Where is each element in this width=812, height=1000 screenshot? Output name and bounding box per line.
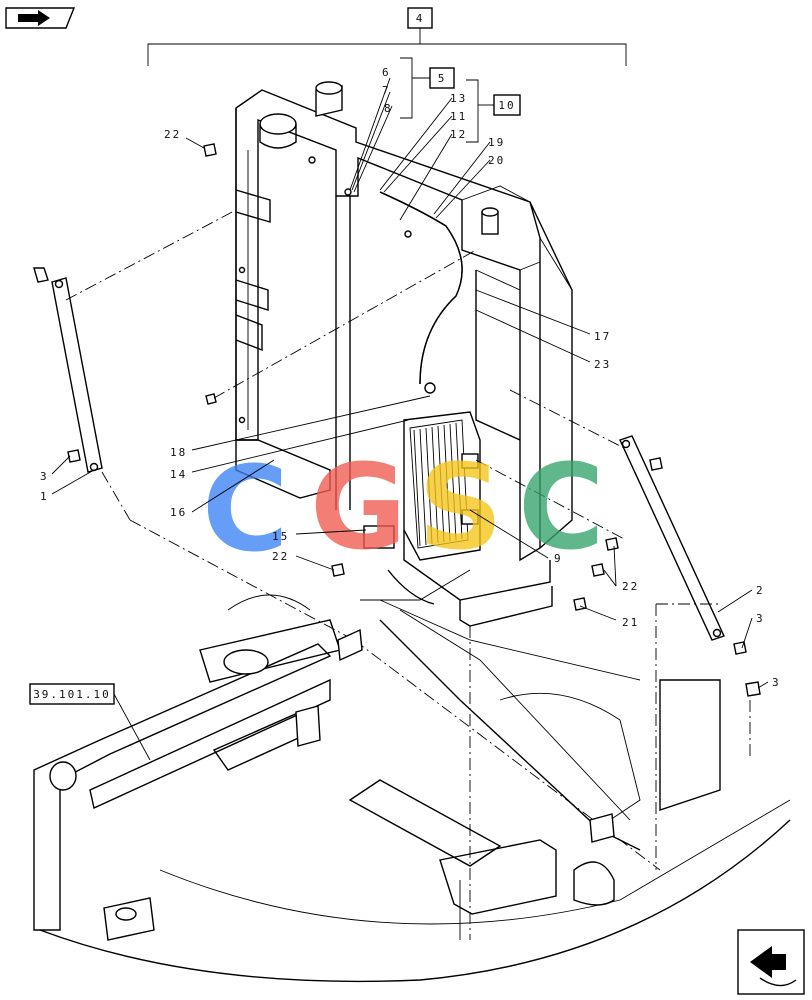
callout-2: 2 [756,584,765,597]
bolts [67,143,761,697]
navigation-arrow-icon[interactable] [737,929,805,995]
assembly-bracket [147,28,627,66]
callout-6: 6 [382,66,391,79]
bracket-5 [400,57,413,119]
callout-box-10[interactable]: 10 [493,94,521,116]
callout-22-top: 22 [164,128,181,141]
callout-8: 8 [384,102,393,115]
callout-15: 15 [272,530,289,543]
radiator-frame [235,81,573,562]
callout-10: 10 [498,99,515,112]
rod-right [619,435,725,641]
callout-box-4[interactable]: 4 [407,7,433,29]
reference-box[interactable]: 39.101.10 [29,683,115,705]
reference-label: 39.101.10 [33,688,111,701]
hose [379,191,463,394]
callout-3-bottom: 3 [772,676,781,689]
oil-cooler [387,411,553,627]
callout-18: 18 [170,446,187,459]
leader-lines [51,77,769,761]
book-arrow-icon[interactable] [5,7,76,29]
callout-box-5[interactable]: 5 [429,67,455,89]
callout-numbers: 6 7 8 13 11 12 19 20 22 17 23 18 14 16 3… [40,66,781,689]
callout-3-left: 3 [40,470,49,483]
alignment-lines [65,209,751,940]
chassis-base [33,569,791,983]
watermark: C G S C [202,438,605,578]
callout-20: 20 [488,154,505,167]
callout-21: 21 [622,616,639,629]
callout-11: 11 [450,110,467,123]
callout-12: 12 [450,128,467,141]
callout-19: 19 [488,136,505,149]
callout-16: 16 [170,506,187,519]
callout-22-mid: 22 [272,550,289,563]
bracket-10 [466,79,479,143]
watermark-letter-c2: C [518,438,605,576]
watermark-letter-s: S [418,438,503,576]
callout-22-right: 22 [622,580,639,593]
callout-9: 9 [554,552,563,565]
callout-13: 13 [450,92,467,105]
callout-5: 5 [438,72,447,85]
callout-17: 17 [594,330,611,343]
watermark-letter-c1: C [202,440,289,578]
callout-3-right: 3 [756,612,765,625]
callout-7: 7 [382,84,391,97]
callout-14: 14 [170,468,187,481]
callout-4: 4 [416,12,425,25]
watermark-letter-g: G [310,438,407,576]
callout-1: 1 [40,490,49,503]
callout-23: 23 [594,358,611,371]
lower-bracket [235,439,395,549]
